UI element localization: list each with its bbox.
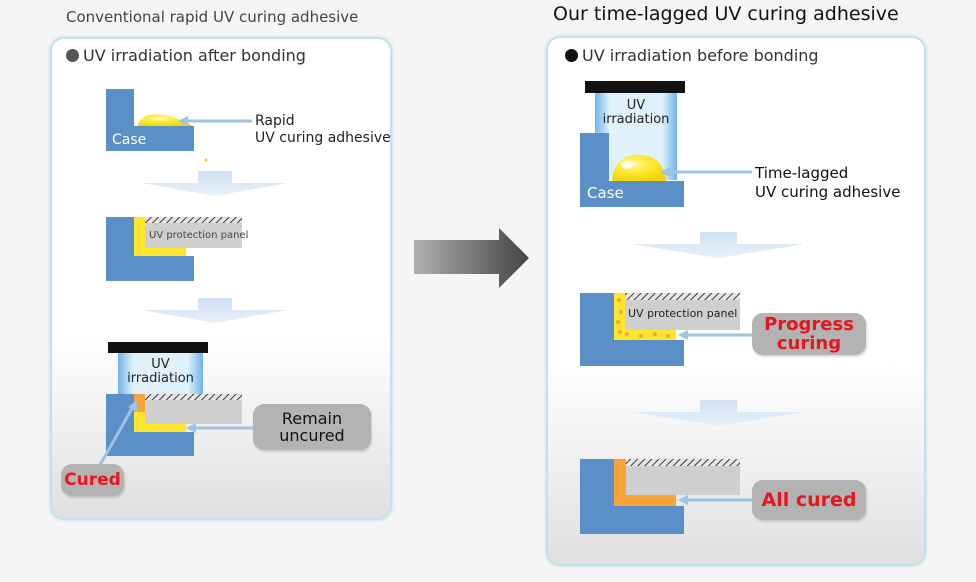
remain-label-1: Remain [281, 409, 343, 428]
left-title: Conventional rapid UV curing adhesive [66, 8, 359, 26]
left-adhesive-label-2: UV curing adhesive [255, 130, 391, 146]
remain-uncured-badge: Remain uncured [253, 404, 371, 450]
left-uv-label: UV irradiation [118, 358, 203, 386]
right-case-3 [580, 459, 684, 534]
right-title: Our time-lagged UV curing adhesive [553, 3, 899, 25]
right-uv-panel-2 [625, 300, 740, 330]
down-arrow-icon [142, 171, 288, 196]
right-adhesive-label-2: UV curing adhesive [755, 183, 901, 201]
cured-badge: Cured [61, 464, 124, 496]
left-uv-panel-3 [145, 400, 242, 424]
right-uv-label-2: irradiation [602, 112, 670, 127]
left-case-3 [106, 394, 194, 456]
left-case-1 [106, 89, 194, 151]
right-adhesive-label-1: Time-lagged [755, 164, 849, 182]
right-uv-lamp [585, 81, 685, 93]
left-case-2 [106, 217, 194, 281]
bullet-icon [565, 49, 578, 62]
progress-curing-badge: Progress curing [752, 313, 866, 355]
left-subtitle: UV irradiation after bonding [66, 46, 306, 65]
left-uv-label-1: UV [151, 357, 170, 372]
left-subtitle-text: UV irradiation after bonding [83, 46, 306, 65]
right-case-1 [580, 133, 684, 207]
right-uv-label: UV irradiation [595, 99, 677, 127]
left-adhesive-blob-1 [138, 114, 192, 126]
progress-label-1: Progress [764, 314, 854, 335]
right-uv-label-1: UV [626, 98, 646, 113]
remain-label-2: uncured [279, 426, 345, 445]
right-uv-panel-3 [626, 466, 740, 495]
right-panel-label: UV protection panel [628, 307, 738, 320]
bullet-icon [66, 49, 79, 62]
left-uv-panel-2 [145, 223, 242, 248]
left-uv-label-2: irradiation [127, 371, 194, 386]
process-arrow-icon [414, 228, 529, 288]
down-arrow-icon [632, 232, 805, 258]
progress-label-2: curing [776, 333, 842, 354]
right-case-2 [580, 293, 684, 366]
down-arrow-icon [632, 400, 805, 426]
right-subtitle-text: UV irradiation before bonding [582, 46, 819, 65]
all-cured-badge: All cured [752, 480, 866, 520]
all-cured-label: All cured [761, 489, 857, 511]
left-panel-label: UV protection panel [149, 230, 249, 241]
down-arrow-icon [142, 298, 288, 323]
right-subtitle: UV irradiation before bonding [565, 46, 819, 65]
left-uv-lamp [108, 342, 208, 353]
cured-label: Cured [64, 470, 121, 490]
left-case-label: Case [112, 132, 147, 148]
left-adhesive-label-1: Rapid [255, 113, 295, 129]
right-case-label: Case [587, 184, 624, 202]
